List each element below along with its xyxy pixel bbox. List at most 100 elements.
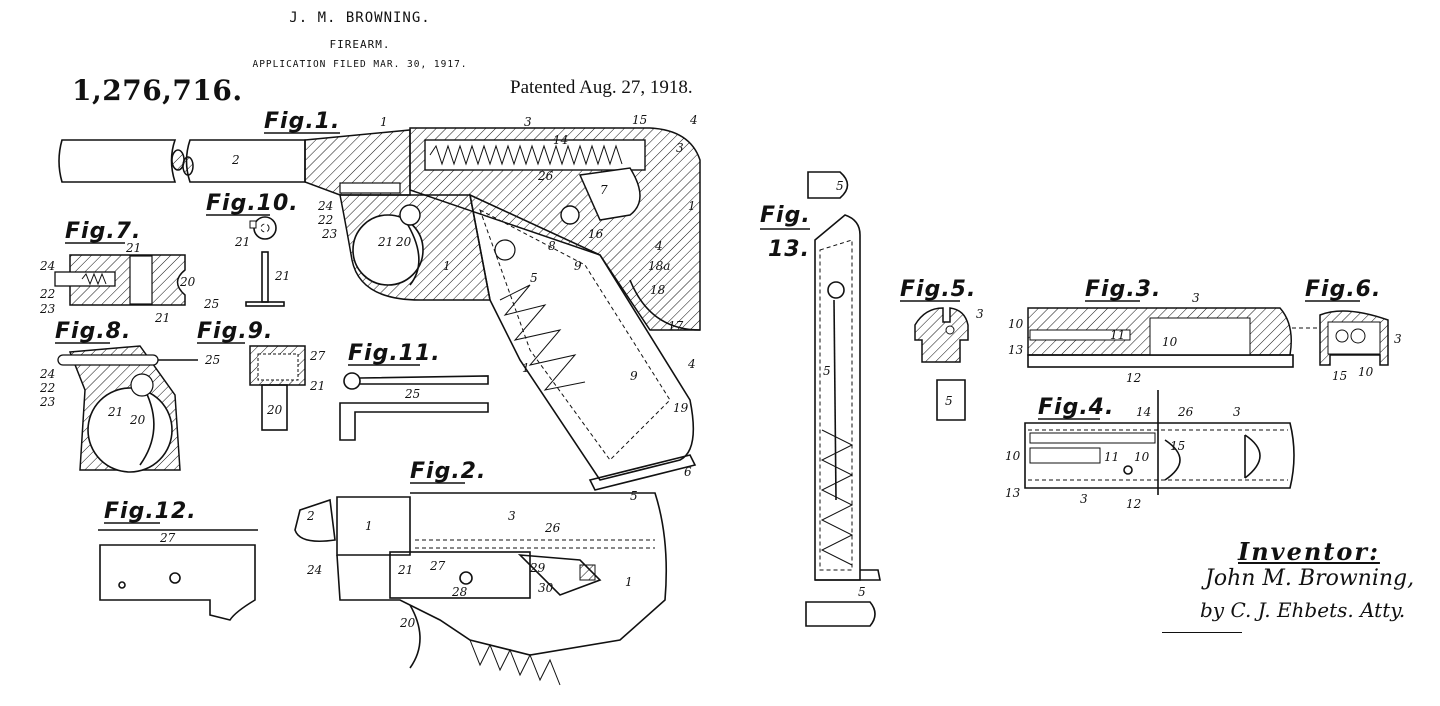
ref-numeral: 25: [204, 353, 220, 367]
figure-5: Fig.5. 3 5: [900, 277, 984, 421]
ref-numeral: 1: [688, 199, 696, 213]
ref-numeral: 6: [684, 465, 692, 479]
fig13-label: Fig.: [760, 203, 811, 228]
signature-underline: [1162, 632, 1242, 633]
application-filed-date: APPLICATION FILED MAR. 30, 1917.: [252, 59, 468, 70]
ref-numeral: 24: [306, 563, 322, 577]
ref-numeral: 5: [945, 394, 953, 408]
ref-numeral: 3: [976, 307, 984, 321]
ref-numeral: 10: [1008, 317, 1024, 331]
ref-numeral: 1: [522, 361, 530, 375]
ref-numeral: 21: [107, 405, 123, 419]
patent-date: Patented Aug. 27, 1918.: [510, 77, 693, 98]
patent-number: 1,276,716.: [72, 74, 243, 107]
ref-numeral: 7: [600, 183, 608, 197]
ref-numeral: 26: [537, 169, 554, 183]
inventor-heading: Inventor:: [1238, 537, 1380, 566]
ref-numeral: 4: [687, 357, 696, 371]
fig1-label: Fig.1.: [264, 109, 340, 134]
ref-numeral: 24: [39, 259, 55, 273]
ref-numeral: 22: [39, 287, 55, 301]
fig12-label: Fig.12.: [104, 499, 197, 524]
ref-numeral: 2: [306, 509, 315, 523]
ref-numeral: 10: [1162, 335, 1178, 349]
ref-numeral: 20: [395, 235, 412, 249]
ref-numeral: 20: [399, 616, 416, 630]
ref-numeral: 13: [1008, 343, 1024, 357]
ref-numeral: 5: [630, 489, 638, 503]
figure-9: Fig.9. 27 21 20: [197, 319, 326, 431]
ref-numeral: 21: [377, 235, 393, 249]
ref-numeral: 29: [529, 561, 546, 575]
ref-numeral: 9: [574, 259, 582, 273]
ref-numeral: 11: [1104, 450, 1119, 464]
ref-numeral: 3: [524, 115, 532, 129]
ref-numeral: 11: [1110, 328, 1125, 342]
ref-numeral: 21: [154, 311, 170, 325]
figure-12: Fig.12. 27: [98, 499, 258, 621]
ref-numeral: 3: [1233, 405, 1241, 419]
ref-numeral: 15: [1170, 439, 1185, 453]
ref-numeral: 3: [1192, 291, 1200, 305]
ref-numeral: 1: [443, 259, 451, 273]
ref-numeral: 25: [203, 297, 219, 311]
fig3-label: Fig.3.: [1085, 277, 1161, 302]
fig4-label: Fig.4.: [1038, 395, 1114, 420]
ref-numeral: 20: [266, 403, 283, 417]
ref-numeral: 1: [625, 575, 633, 589]
ref-numeral: 13: [1005, 486, 1021, 500]
ref-numeral: 21: [309, 379, 325, 393]
figure-8: Fig.8. 25 24 22 23 21 20: [39, 319, 220, 473]
figure-1: Fig.1. 2 1 3 4 3 1 4 14 15 16 7 26 8: [58, 109, 701, 503]
ref-numeral: 20: [129, 413, 146, 427]
ref-numeral: 18a: [648, 259, 670, 273]
ref-numeral: 28: [451, 585, 468, 599]
figure-3: Fig.3. 3 10 13 11 10 12: [1008, 277, 1294, 385]
ref-numeral: 12: [1126, 371, 1141, 385]
ref-numeral: 12: [1126, 497, 1141, 511]
fig5-label: Fig.5.: [900, 277, 976, 302]
ref-numeral: 4: [689, 113, 698, 127]
ref-numeral: 21: [397, 563, 413, 577]
figure-4: Fig.4. 14 26 3 15 10 11 10 13 3 12: [1005, 390, 1295, 511]
ref-numeral: 5: [823, 364, 831, 378]
ref-numeral: 23: [321, 227, 338, 241]
ref-numeral: 2: [231, 153, 240, 167]
ref-numeral: 26: [1177, 405, 1194, 419]
figure-7: Fig.7. 21 24 20 22 23 25 21: [39, 219, 219, 325]
ref-numeral: 20: [179, 275, 196, 289]
fig2-label: Fig.2.: [410, 459, 486, 484]
ref-numeral: 15: [1332, 369, 1347, 383]
ref-numeral: 27: [309, 349, 326, 363]
ref-numeral: 3: [676, 141, 684, 155]
fig11-label: Fig.11.: [348, 341, 441, 366]
ref-numeral: 27: [159, 531, 176, 545]
ref-numeral: 10: [1005, 449, 1021, 463]
ref-numeral: 24: [317, 199, 333, 213]
ref-numeral: 23: [39, 302, 56, 316]
ref-numeral: 23: [39, 395, 56, 409]
inventor-header: J. M. BROWNING.: [289, 10, 431, 26]
ref-numeral: 17: [668, 319, 684, 333]
ref-numeral: 3: [1394, 332, 1402, 346]
ref-numeral: 18: [650, 283, 666, 297]
ref-numeral: 10: [1358, 365, 1374, 379]
fig13-number: 13.: [768, 237, 810, 262]
invention-title: FIREARM.: [329, 38, 391, 51]
figure-2: Fig.2. 2 1 3 26 24 21 27 28 29 30 1 20: [294, 459, 668, 686]
fig8-label: Fig.8.: [55, 319, 131, 344]
ref-numeral: 1: [380, 115, 388, 129]
ref-numeral: 24: [39, 367, 55, 381]
fig9-label: Fig.9.: [197, 319, 273, 344]
figure-10: Fig.10. 21 21: [206, 191, 298, 307]
ref-numeral: 26: [544, 521, 561, 535]
ref-numeral: 5: [530, 271, 538, 285]
ref-numeral: 14: [553, 133, 568, 147]
ref-numeral: 16: [588, 227, 604, 241]
figure-6: Fig.6. 3 15 10: [1292, 277, 1402, 383]
ref-numeral: 14: [1136, 405, 1151, 419]
ref-numeral: 5: [836, 179, 844, 193]
ref-numeral: 8: [548, 239, 556, 253]
figure-11: Fig.11. 25: [339, 341, 489, 441]
